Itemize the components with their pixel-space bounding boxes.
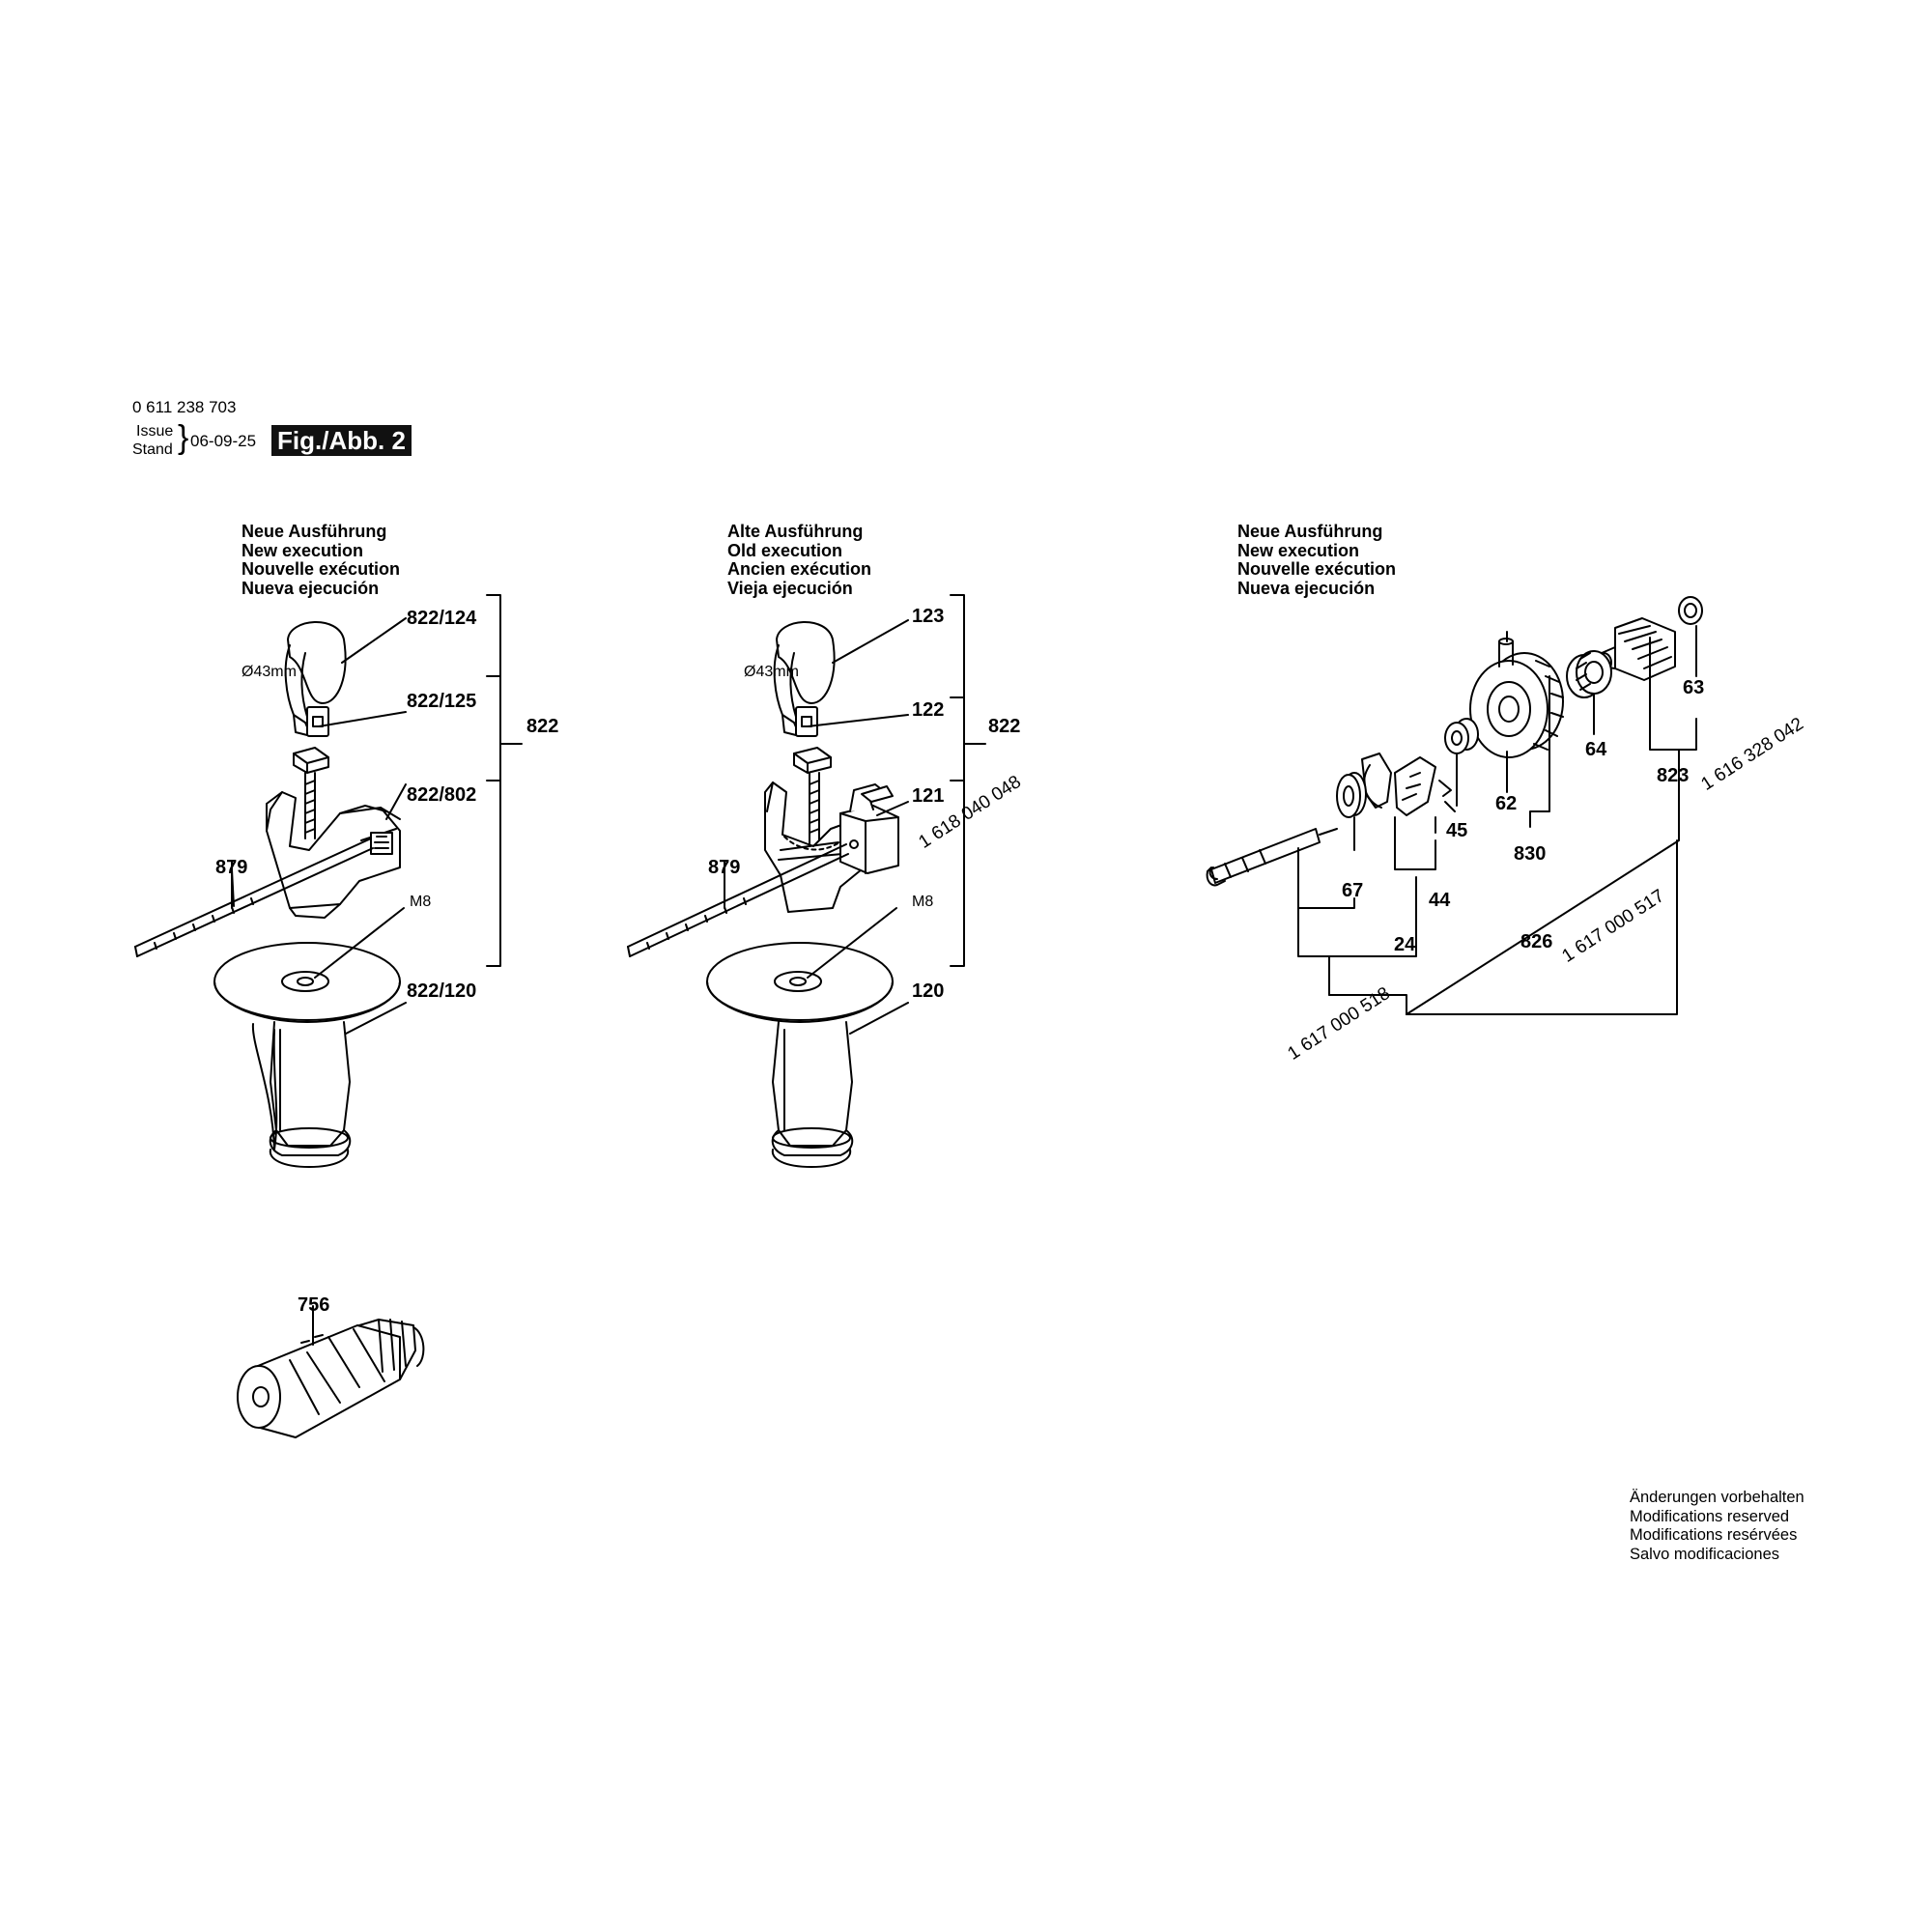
header-brace: } [178,419,189,456]
section-left-de: Neue Ausführung [242,522,387,541]
label-822-middle-group: 822 [988,716,1021,737]
middle-side-handle-drawing [627,621,899,1168]
label-822-125: 822/125 [407,691,477,712]
label-122: 122 [912,699,945,721]
label-879-middle: 879 [708,857,741,878]
label-44: 44 [1429,890,1451,911]
label-diameter-middle: Ø43mm [744,664,799,680]
label-62: 62 [1495,793,1518,814]
part-number: 0 611 238 703 [132,398,237,416]
label-diameter-left: Ø43mm [242,664,297,680]
figure-label: Fig./Abb. 2 [271,425,412,456]
section-middle-en: Old execution [727,540,843,560]
label-830: 830 [1514,843,1547,865]
label-121: 121 [912,785,945,807]
label-879-left: 879 [215,857,248,878]
modifications-de: Änderungen vorbehalten [1630,1489,1804,1506]
section-right-es: Nueva ejecución [1237,578,1376,598]
left-side-handle-drawing [134,621,405,1168]
modifications-note: Änderungen vorbehalten Modifications res… [1630,1489,1804,1564]
label-24: 24 [1394,934,1416,955]
modifications-es: Salvo modificaciones [1630,1545,1779,1563]
section-left-en: New execution [242,540,364,560]
label-822-120: 822/120 [407,980,477,1002]
modifications-fr: Modifications resérvées [1630,1526,1798,1544]
label-45: 45 [1446,820,1468,841]
modifications-en: Modifications reserved [1630,1507,1790,1525]
label-822-802: 822/802 [407,784,477,806]
section-middle-heading: Alte Ausführung Old execution Ancien exé… [727,522,872,598]
label-826: 826 [1520,931,1553,952]
section-middle-de: Alte Ausführung [727,522,864,541]
label-756: 756 [298,1294,330,1316]
label-67: 67 [1342,880,1364,901]
label-822-left-group: 822 [526,716,559,737]
section-left-es: Nueva ejecución [242,578,380,598]
issue-label: Issue [136,423,174,440]
label-822-124: 822/124 [407,608,477,629]
section-left-fr: Nouvelle exécution [242,559,401,579]
section-right-en: New execution [1237,540,1360,560]
left-leaders [231,594,523,1035]
right-leaders [1297,625,1697,1015]
label-123: 123 [912,606,945,627]
middle-leaders [724,594,986,1035]
chuck-drawing [237,1305,425,1438]
section-right-heading: Neue Ausführung New execution Nouvelle e… [1237,522,1397,598]
label-m8-middle: M8 [912,894,934,910]
stand-label: Stand [132,441,173,458]
section-right-fr: Nouvelle exécution [1237,559,1397,579]
label-63: 63 [1683,677,1705,698]
label-m8-left: M8 [410,894,432,910]
section-middle-fr: Ancien exécution [727,559,872,579]
label-64: 64 [1585,739,1607,760]
label-120: 120 [912,980,945,1002]
label-823: 823 [1657,765,1690,786]
section-left-heading: Neue Ausführung New execution Nouvelle e… [242,522,401,598]
issue-date: 06-09-25 [190,432,257,450]
section-right-de: Neue Ausführung [1237,522,1383,541]
section-middle-es: Vieja ejecución [727,578,853,598]
right-gear-train-drawing [1206,596,1703,887]
